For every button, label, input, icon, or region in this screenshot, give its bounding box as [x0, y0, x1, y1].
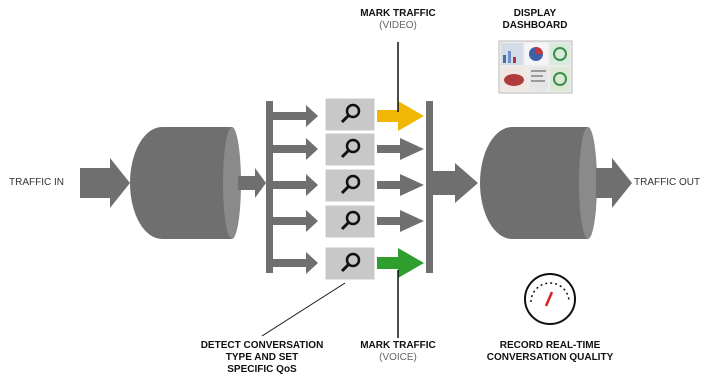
- detect-conversation-label: DETECT CONVERSATION TYPE AND SET SPECIFI…: [187, 340, 337, 376]
- ingress-cylinder: [130, 127, 241, 239]
- magnifier-icon: [340, 210, 361, 231]
- splitter-bar: [266, 101, 273, 273]
- display-dashboard-line2: DASHBOARD: [502, 20, 568, 31]
- detect-line2: TYPE AND SET: [225, 352, 299, 363]
- detect-line3: SPECIFIC QoS: [227, 364, 297, 375]
- magnifier-icon: [340, 252, 361, 273]
- magnifier-icon: [340, 174, 361, 195]
- detect-callout: [261, 282, 346, 337]
- gauge-icon: [524, 273, 576, 325]
- merge-bar: [426, 101, 433, 273]
- video-mark-arrow: [377, 101, 424, 131]
- traffic-in-arrow: [80, 158, 130, 208]
- dashboard-thumbnail-icon: [498, 40, 573, 94]
- display-dashboard-line1: DISPLAY: [513, 8, 557, 19]
- traffic-in-label: TRAFFIC IN: [9, 177, 64, 188]
- mark-traffic-voice-sub: (VOICE): [379, 352, 417, 363]
- branch-arrows: [273, 105, 318, 274]
- output-arrows: [377, 101, 424, 278]
- mark-traffic-voice-title: MARK TRAFFIC: [360, 340, 436, 351]
- record-quality-label: RECORD REAL-TIME CONVERSATION QUALITY: [480, 340, 620, 364]
- egress-cylinder: [480, 127, 597, 239]
- traffic-out-arrow: [596, 158, 632, 208]
- display-dashboard-label: DISPLAY DASHBOARD: [495, 8, 575, 32]
- mark-traffic-video-sub: (VIDEO): [379, 20, 417, 31]
- record-line2: CONVERSATION QUALITY: [486, 352, 614, 363]
- cylinder-to-splitter-arrow: [238, 168, 266, 198]
- mark-traffic-voice-label: MARK TRAFFIC (VOICE): [358, 340, 438, 364]
- magnifier-icon: [340, 103, 361, 124]
- mark-traffic-video-label: MARK TRAFFIC (VIDEO): [358, 8, 438, 32]
- record-line1: RECORD REAL-TIME: [499, 340, 601, 351]
- inspection-boxes: [324, 97, 376, 281]
- merge-to-cylinder-arrow: [433, 163, 478, 203]
- voice-mark-arrow: [377, 248, 424, 278]
- mark-traffic-video-title: MARK TRAFFIC: [360, 8, 436, 19]
- traffic-out-label: TRAFFIC OUT: [634, 177, 701, 188]
- detect-line1: DETECT CONVERSATION: [200, 340, 324, 351]
- magnifier-icon: [340, 138, 361, 159]
